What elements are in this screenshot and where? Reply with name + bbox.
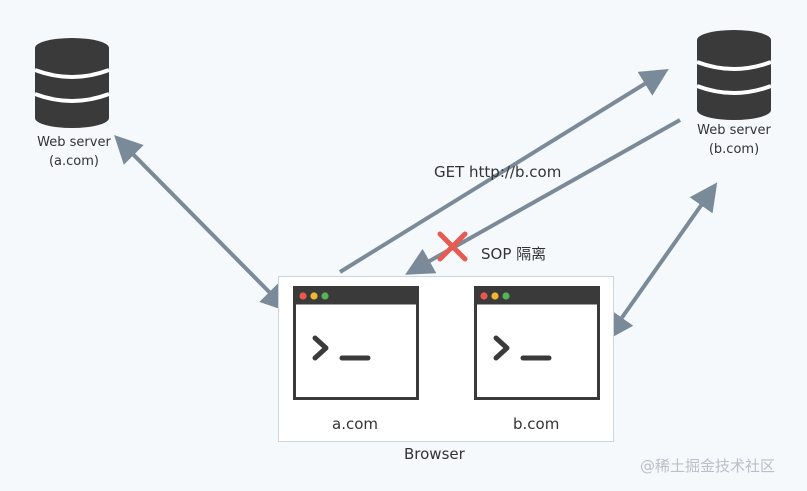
watermark: @稀土掘金技术社区 xyxy=(640,457,776,475)
terminal-icon xyxy=(312,335,371,361)
arrow-left-server-to-a xyxy=(114,135,289,312)
window-label-b: b.com xyxy=(513,415,560,433)
left-server-name: Web server xyxy=(37,135,111,150)
right-server-label: Web server (b.com) xyxy=(674,121,794,159)
terminal-window-a xyxy=(293,286,419,400)
browser-label: Browser xyxy=(404,445,465,463)
sop-label: SOP 隔离 xyxy=(481,245,547,263)
right-server-domain: (b.com) xyxy=(708,142,760,157)
cross-icon xyxy=(437,231,468,262)
database-icon xyxy=(696,30,772,120)
database-icon xyxy=(34,38,110,128)
right-server-name: Web server xyxy=(697,123,771,138)
terminal-icon xyxy=(493,335,552,361)
arrow-right-server-to-b xyxy=(605,182,718,341)
window-label-a: a.com xyxy=(332,415,378,433)
arrow-request-to-b xyxy=(338,69,669,274)
terminal-window-b xyxy=(474,286,600,400)
left-server-domain: (a.com) xyxy=(48,154,99,169)
request-label: GET http://b.com xyxy=(434,163,562,181)
left-server-label: Web server (a.com) xyxy=(14,133,134,171)
